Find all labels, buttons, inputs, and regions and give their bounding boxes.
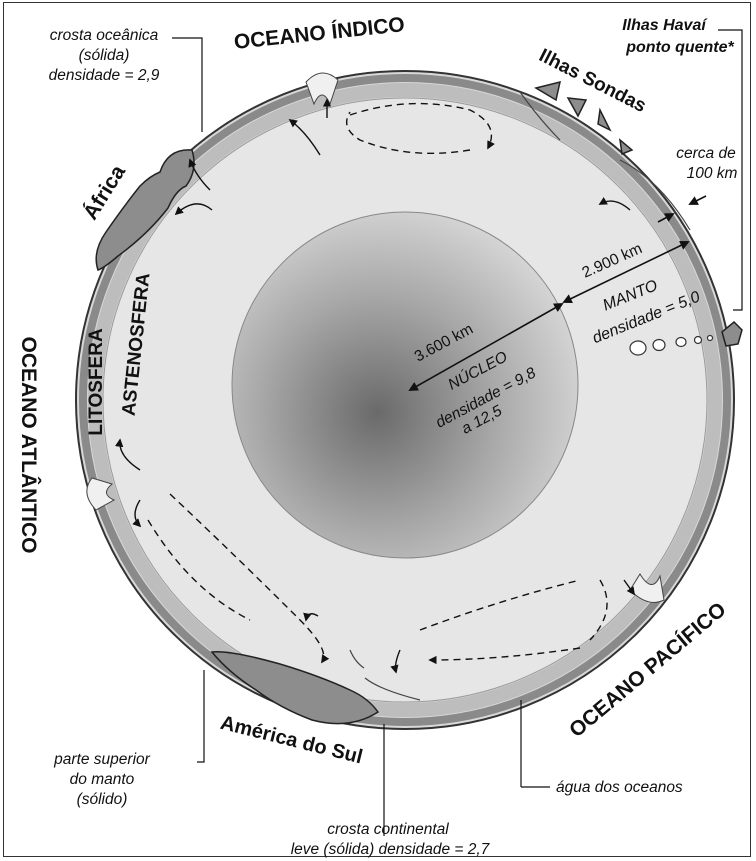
label-oceano-indico: OCEANO ÍNDICO <box>233 13 406 54</box>
label-crosta-continental-1: crosta continental <box>327 821 449 838</box>
arrow-100-km-a <box>657 213 675 223</box>
label-parte-superior-1: parte superior <box>53 751 150 768</box>
sondas-islands <box>534 80 634 156</box>
leader-lines <box>172 29 743 836</box>
earth-globe <box>75 70 735 730</box>
hawaii-island <box>721 320 743 347</box>
label-litosfera: LITOSFERA <box>86 328 107 436</box>
subduction-zones <box>349 91 691 701</box>
label-crosta-continental-2: leve (sólida) densidade = 2,7 <box>291 841 491 858</box>
core <box>231 211 579 559</box>
measurement-arrows <box>408 195 707 391</box>
label-cerca-de-1: cerca de <box>676 145 736 162</box>
label-cerca-de-2: 100 km <box>687 165 738 182</box>
mid-ocean-ridges <box>86 72 665 603</box>
south-america-landmass <box>210 651 380 725</box>
label-oceano-atlantico: OCEANO ATLÂNTICO <box>17 337 41 554</box>
arrow-100-km-b <box>688 195 707 205</box>
convection-currents <box>115 98 635 674</box>
continents <box>95 80 743 725</box>
hotspot-bubbles <box>629 334 714 356</box>
arrow-3600-km <box>408 303 564 391</box>
label-ilhas-havai-2: ponto quente* <box>625 39 734 56</box>
label-crosta-oceanica-1: crosta oceânica <box>50 27 159 44</box>
label-parte-superior-2: do manto <box>70 771 135 788</box>
lithosphere-band <box>79 74 731 726</box>
ridge-pacific <box>629 573 665 603</box>
arrow-2900-km <box>562 241 690 303</box>
label-agua-dos-oceanos: água dos oceanos <box>556 779 683 796</box>
label-crosta-oceanica-3: densidade = 2,9 <box>49 67 160 84</box>
label-crosta-oceanica-2: (sólida) <box>79 47 130 64</box>
ridge-atlantic <box>86 477 116 511</box>
diagram-frame <box>3 2 751 857</box>
asthenosphere-band <box>88 83 722 717</box>
label-ilhas-havai-1: Ilhas Havaí <box>622 17 708 34</box>
label-parte-superior-3: (sólido) <box>77 791 128 808</box>
